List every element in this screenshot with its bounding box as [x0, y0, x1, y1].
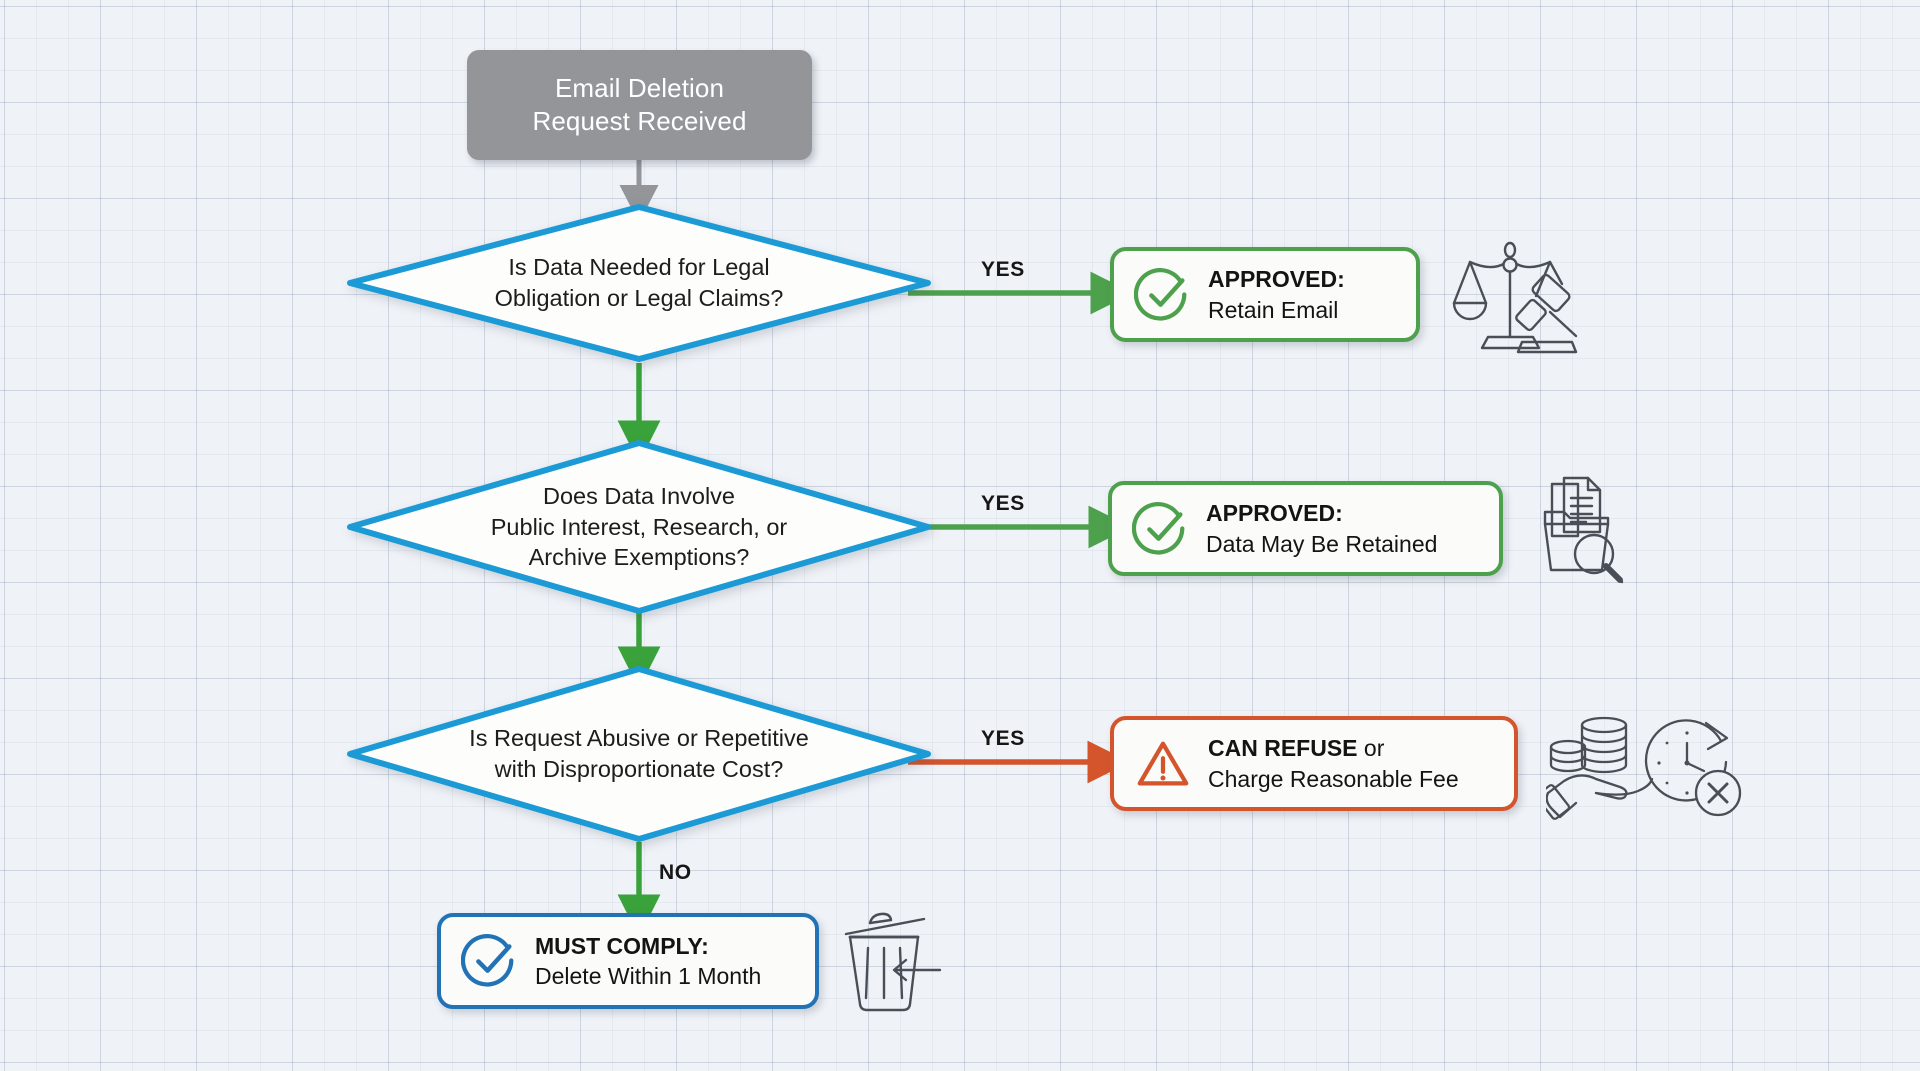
decision-2-line-1: Does Data Involve	[542, 483, 736, 510]
edge-label-d2-yes: YES	[981, 492, 1025, 515]
warning-triangle-icon	[1137, 741, 1189, 785]
diamond-shape	[347, 666, 931, 842]
decision-public-interest-label: Does Data Involve Public Interest, Resea…	[398, 481, 880, 573]
outcome-3-heading: CAN REFUSE	[1208, 735, 1358, 762]
decision-legal-obligation-label: Is Data Needed for Legal Obligation or L…	[398, 252, 880, 313]
edge-label-d3-no: NO	[659, 861, 692, 884]
edge-label-d3-yes: YES	[981, 727, 1025, 750]
folder-documents-magnifier-icon	[1543, 476, 1624, 584]
decision-2-line-2: Public Interest, Research, or	[490, 513, 788, 540]
diamond-shape	[347, 204, 931, 362]
trash-bin-arrow-icon	[844, 912, 942, 1012]
decision-3-line-1: Is Request Abusive or Repetitive	[469, 725, 809, 752]
decision-abusive-request-label: Is Request Abusive or Repetitive with Di…	[369, 723, 910, 784]
decision-1-line-2: Obligation or Legal Claims?	[494, 285, 784, 311]
outcome-2-heading: APPROVED:	[1206, 500, 1343, 527]
decision-abusive-request[interactable]: Is Request Abusive or Repetitive with Di…	[345, 664, 933, 844]
start-line-1: Email Deletion	[554, 72, 725, 103]
decision-3-line-2: with Disproportionate Cost?	[494, 756, 784, 782]
outcome-data-may-be-retained[interactable]: APPROVED: Data May Be Retained	[1108, 481, 1503, 576]
scales-of-justice-gavel-icon	[1452, 241, 1578, 354]
outcome-data-retained-text: APPROVED: Data May Be Retained	[1206, 498, 1437, 559]
decision-public-interest[interactable]: Does Data Involve Public Interest, Resea…	[345, 438, 933, 616]
outcome-4-detail: Delete Within 1 Month	[535, 963, 762, 989]
decision-2-line-3: Archive Exemptions?	[528, 544, 750, 571]
outcome-1-heading: APPROVED:	[1208, 266, 1345, 293]
outcome-2-detail: Data May Be Retained	[1206, 530, 1438, 557]
edge-label-d1-yes: YES	[981, 258, 1025, 281]
decision-legal-obligation[interactable]: Is Data Needed for Legal Obligation or L…	[345, 202, 933, 364]
outcome-retain-email[interactable]: APPROVED: Retain Email	[1110, 247, 1420, 342]
outcome-can-refuse[interactable]: CAN REFUSE or Charge Reasonable Fee	[1110, 716, 1518, 811]
outcome-retain-email-text: APPROVED: Retain Email	[1208, 264, 1345, 325]
check-circle-icon	[461, 934, 514, 987]
outcome-4-heading: MUST COMPLY:	[535, 932, 709, 959]
outcome-3-heading-suffix: or	[1357, 735, 1385, 762]
diamond-shape	[347, 440, 931, 614]
outcome-1-detail: Retain Email	[1208, 296, 1339, 323]
hand-coins-clock-denied-icon	[1546, 716, 1742, 820]
outcome-can-refuse-text: CAN REFUSE or Charge Reasonable Fee	[1208, 733, 1459, 794]
outcome-3-detail: Charge Reasonable Fee	[1208, 765, 1459, 792]
decision-1-line-1: Is Data Needed for Legal	[508, 254, 770, 281]
outcome-must-comply[interactable]: MUST COMPLY: Delete Within 1 Month	[437, 913, 819, 1009]
start-terminator[interactable]: Email Deletion Request Received	[467, 50, 812, 160]
start-line-2: Request Received	[532, 106, 747, 136]
start-terminator-label: Email Deletion Request Received	[532, 72, 746, 139]
outcome-must-comply-text: MUST COMPLY: Delete Within 1 Month	[535, 931, 761, 992]
check-circle-icon	[1134, 267, 1187, 321]
check-circle-icon	[1132, 501, 1185, 555]
